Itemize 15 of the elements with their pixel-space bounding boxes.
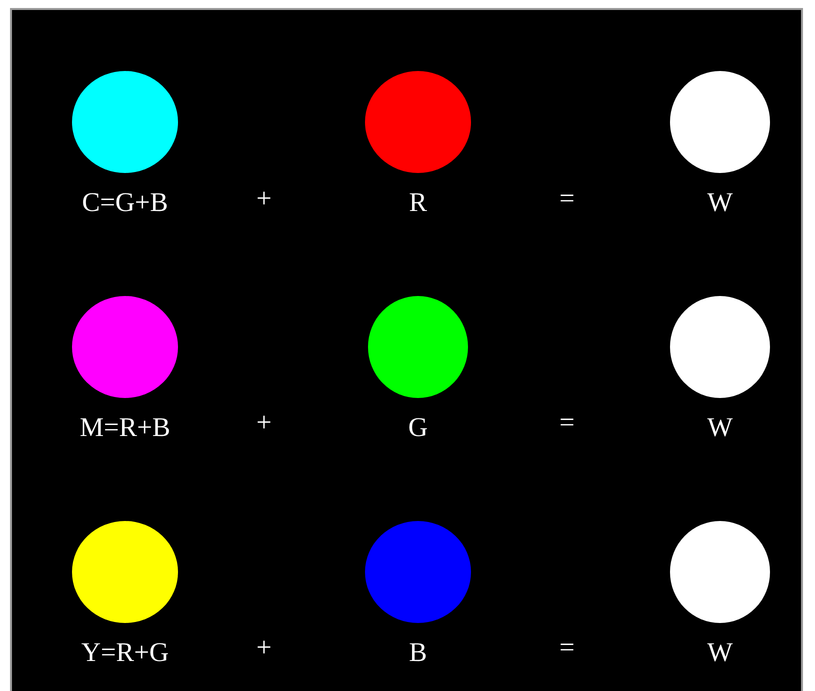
- color-formula: G: [408, 411, 428, 443]
- plus-sign: +: [255, 631, 273, 663]
- equals-sign: =: [558, 406, 576, 438]
- plus-sign: +: [255, 182, 273, 214]
- color-formula: W: [707, 186, 733, 218]
- color-formula: Y=R+G: [81, 636, 169, 668]
- equals-sign: =: [558, 182, 576, 214]
- equals-sign: =: [558, 631, 576, 663]
- color-formula: M=R+B: [80, 411, 170, 443]
- color-formula: B: [408, 636, 427, 668]
- plus-sign: +: [255, 406, 273, 438]
- color-formula: W: [707, 636, 733, 668]
- color-formula: R: [408, 186, 427, 218]
- color-formula: W: [707, 411, 733, 443]
- color-formula: C=G+B: [82, 186, 168, 218]
